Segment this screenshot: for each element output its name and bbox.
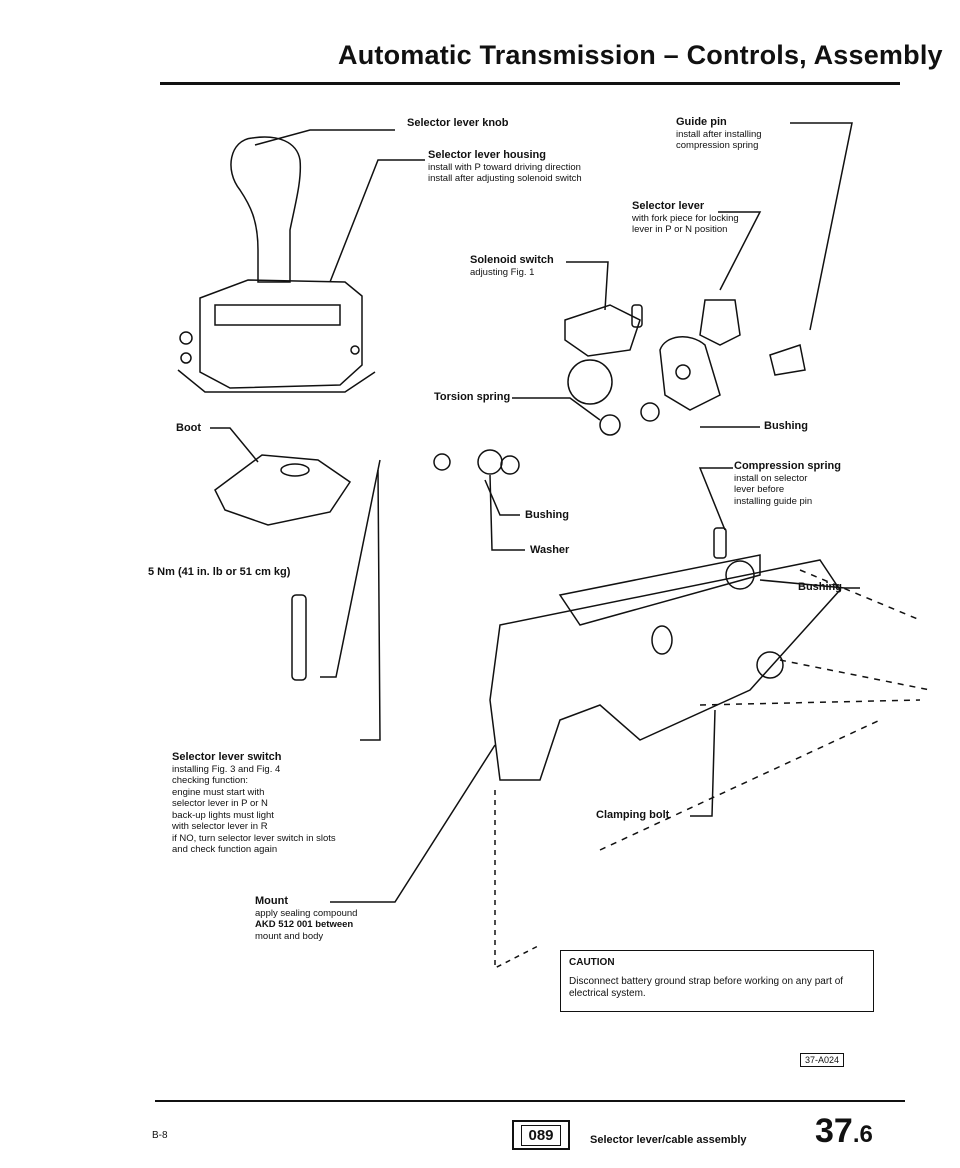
- section-number: 37.6: [815, 1112, 873, 1151]
- page-id: B-8: [152, 1130, 168, 1141]
- label-torsion-spring: Torsion spring: [434, 391, 511, 403]
- solenoid-shape: [564, 304, 641, 357]
- header-rule: [160, 82, 900, 85]
- section-number-main: 37: [815, 1112, 853, 1150]
- label-guide-pin: Guide pin install after installing compr…: [676, 116, 762, 151]
- selector-lever-shape: [699, 299, 741, 346]
- label-selector-lever: Selector lever with fork piece for locki…: [632, 200, 739, 235]
- label-bushing-center: Bushing: [525, 509, 569, 521]
- caution-title: CAUTION: [569, 957, 615, 968]
- bracket-shape: [489, 559, 841, 781]
- model-code-box: 089: [512, 1120, 570, 1150]
- caution-text: Disconnect battery ground strap before w…: [569, 976, 844, 999]
- boot-shape: [214, 454, 352, 526]
- knob-shape: [230, 136, 302, 283]
- label-bushing-right: Bushing: [764, 420, 808, 432]
- section-label: Selector lever/cable assembly: [590, 1134, 747, 1146]
- caution-box: CAUTION Disconnect battery ground strap …: [560, 950, 874, 1012]
- label-selector-lever-knob: Selector lever knob: [407, 117, 509, 129]
- model-code: 089: [521, 1124, 561, 1146]
- footer-rule: [155, 1100, 905, 1102]
- housing-shape: [199, 279, 363, 389]
- label-selector-lever-housing: Selector lever housing install with P to…: [428, 149, 582, 184]
- figure-reference: 37-A024: [800, 1053, 845, 1067]
- label-washer: Washer: [530, 544, 570, 556]
- label-clamping-bolt: Clamping bolt: [596, 809, 670, 821]
- label-boot: Boot: [176, 422, 202, 434]
- label-bushing-lower: Bushing: [798, 581, 842, 593]
- label-selector-lever-switch: Selector lever switch installing Fig. 3 …: [172, 751, 336, 855]
- label-torque-spec: 5 Nm (41 in. lb or 51 cm kg): [148, 566, 291, 578]
- label-solenoid-switch: Solenoid switch adjusting Fig. 1: [470, 254, 554, 278]
- section-number-sub: .6: [852, 1121, 873, 1148]
- stud-shape: [291, 594, 307, 681]
- page-title: Automatic Transmission – Controls, Assem…: [338, 40, 943, 70]
- label-mount: Mount apply sealing compound AKD 512 001…: [255, 895, 358, 942]
- label-compression-spring: Compression spring install on selector l…: [734, 460, 841, 507]
